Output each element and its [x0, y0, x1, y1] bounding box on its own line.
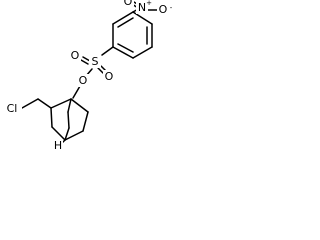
ring-to-sulfur-bond — [101, 46, 114, 56]
sulfonyl-oxygen-right-label: O — [105, 70, 114, 83]
nitro-nitrogen-label: N — [138, 1, 146, 14]
nitro-oxygen-right-label: O — [159, 3, 168, 16]
chain-bond-2 — [21, 98, 39, 109]
chemical-structure: N + O O - S O O O Cl H — [2, 0, 173, 152]
sulfonyl-left-bond — [82, 56, 91, 62]
nitro-oxygen-top-label: O — [124, 0, 133, 8]
nitro-oxygen-charge: - — [170, 4, 173, 12]
sulfonyl-left-bond-2 — [80, 59, 89, 65]
sulfonyl-right-bond-2 — [97, 67, 104, 74]
sulfonyl-oxygen-left-label: O — [71, 49, 80, 62]
sulfur-label: S — [92, 55, 99, 68]
ester-oxygen-label: O — [79, 74, 88, 87]
bicyclooctane-cage — [50, 98, 89, 141]
nitro-nitrogen-charge: + — [146, 0, 152, 7]
ester-to-bridgehead-bond — [72, 85, 81, 99]
chlorine-label: Cl — [7, 102, 18, 115]
chain-bond-1 — [37, 98, 52, 109]
benzene-ring — [112, 11, 153, 59]
bridgehead-hydrogen-label: H — [54, 139, 62, 152]
